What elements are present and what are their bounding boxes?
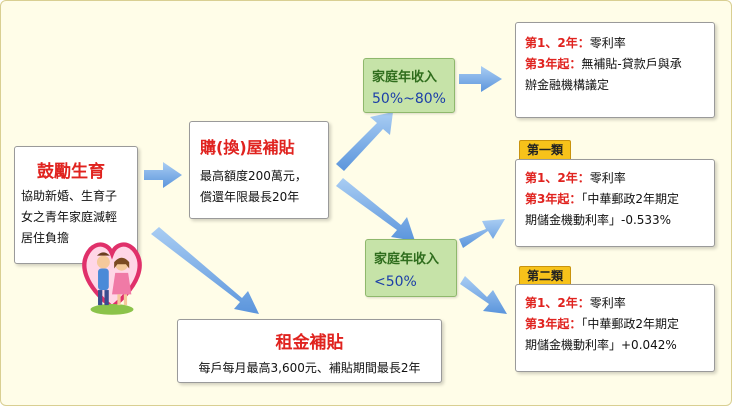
encourage-title: 鼓勵生育 bbox=[37, 157, 137, 182]
result-high-text-2: 無補貼-貸款戶與承 bbox=[581, 57, 681, 71]
encourage-line-1: 協助新婚、生育子 bbox=[21, 186, 137, 207]
result-high-box: 第1、2年：零利率 第3年起：無補貼-貸款戶與承 辦金融機構議定 bbox=[515, 22, 715, 118]
arrow-encourage-to-purchase bbox=[144, 162, 182, 188]
category2-line-3: 期儲金機動利率」+0.042% bbox=[525, 335, 714, 356]
category2-line-1: 第1、2年：零利率 bbox=[525, 293, 714, 314]
category1-text-2: 「中華郵政2年期定 bbox=[581, 192, 679, 206]
category1-text-1: 零利率 bbox=[590, 171, 626, 185]
arrow-income-low-to-category2 bbox=[460, 276, 507, 314]
rent-title: 租金補貼 bbox=[178, 328, 441, 353]
category2-box: 第1、2年：零利率 第3年起：「中華郵政2年期定 期儲金機動利率」+0.042% bbox=[515, 284, 715, 372]
purchase-line-1: 最高額度200萬元， bbox=[200, 166, 328, 187]
result-high-text-1: 零利率 bbox=[590, 36, 626, 50]
category1-label-1: 第1、2年： bbox=[525, 171, 590, 185]
purchase-line-2: 償還年限最長20年 bbox=[200, 187, 328, 208]
category1-label-2: 第3年起： bbox=[525, 192, 581, 206]
category2-label-2: 第3年起： bbox=[525, 317, 581, 331]
result-high-label-1: 第1、2年： bbox=[525, 36, 590, 50]
category1-line-2: 第3年起：「中華郵政2年期定 bbox=[525, 189, 714, 210]
category1-line-1: 第1、2年：零利率 bbox=[525, 168, 714, 189]
category1-tag: 第一類 bbox=[519, 140, 571, 161]
category2-label-1: 第1、2年： bbox=[525, 296, 590, 310]
arrow-encourage-to-rent bbox=[151, 227, 259, 314]
income-low-box: 家庭年收入 <50% bbox=[365, 239, 457, 297]
result-high-label-2: 第3年起： bbox=[525, 57, 581, 71]
arrow-income-low-to-category1 bbox=[459, 219, 505, 248]
category1-line-3: 期儲金機動利率」-0.533% bbox=[525, 210, 714, 231]
income-low-title: 家庭年收入 bbox=[374, 248, 456, 267]
purchase-box: 購(換)屋補貼 最高額度200萬元， 償還年限最長20年 bbox=[189, 121, 329, 219]
purchase-title: 購(換)屋補貼 bbox=[200, 134, 328, 158]
rent-box: 租金補貼 每戶每月最高3,600元、補貼期間最長2年 bbox=[177, 319, 442, 383]
result-high-line-2: 第3年起：無補貼-貸款戶與承 bbox=[525, 54, 714, 75]
category2-text-2: 「中華郵政2年期定 bbox=[581, 317, 679, 331]
result-high-line-3: 辦金融機構議定 bbox=[525, 75, 714, 96]
income-low-value: <50% bbox=[374, 274, 456, 290]
category1-box: 第1、2年：零利率 第3年起：「中華郵政2年期定 期儲金機動利率」-0.533% bbox=[515, 159, 715, 247]
income-high-title: 家庭年收入 bbox=[372, 66, 454, 85]
category2-line-2: 第3年起：「中華郵政2年期定 bbox=[525, 314, 714, 335]
couple-heart-icon bbox=[79, 232, 145, 318]
income-high-value: 50%~80% bbox=[372, 91, 454, 107]
arrow-purchase-to-income-high bbox=[336, 112, 393, 171]
category2-text-1: 零利率 bbox=[590, 296, 626, 310]
arrow-income-high-to-result bbox=[459, 66, 502, 92]
result-high-line-1: 第1、2年：零利率 bbox=[525, 33, 714, 54]
income-high-box: 家庭年收入 50%~80% bbox=[363, 58, 455, 113]
arrow-purchase-to-income-low bbox=[336, 178, 415, 241]
encourage-line-2: 女之青年家庭減輕 bbox=[21, 207, 137, 228]
rent-desc: 每戶每月最高3,600元、補貼期間最長2年 bbox=[178, 358, 441, 379]
